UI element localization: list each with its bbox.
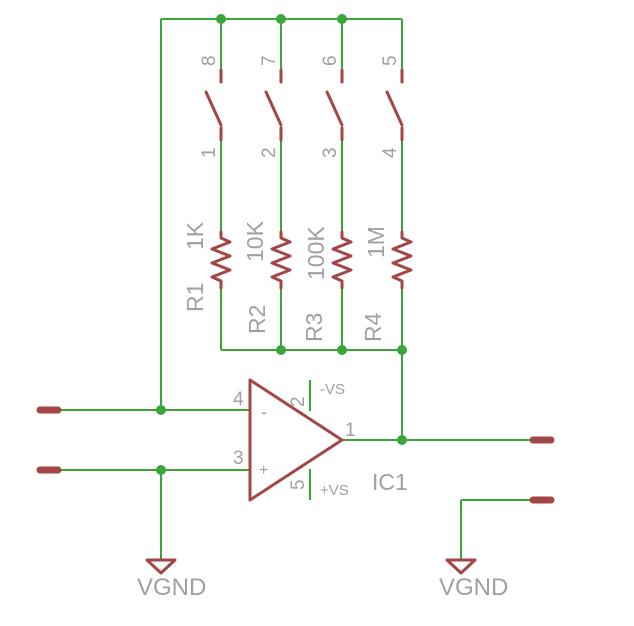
junction-dot <box>276 14 286 24</box>
ground-left: VGND <box>137 558 206 601</box>
junction-dot <box>156 405 166 415</box>
switch-pole-1 <box>204 68 223 142</box>
switch-pole-4 <box>385 68 404 142</box>
switch-pin-label: 4 <box>380 147 401 158</box>
resistor-name: R1 <box>182 283 208 312</box>
resistor-r4 <box>391 230 413 290</box>
switch-pin-label: 7 <box>259 55 280 66</box>
resistor-name: R2 <box>244 305 270 334</box>
resistor-value: 10K <box>242 220 268 262</box>
opamp-triangle <box>248 378 344 502</box>
switch-pin-label: 2 <box>259 147 280 158</box>
opamp-ic1: - + 4 3 1 2 5 -VS +VS IC1 <box>233 378 408 502</box>
resistor-r3 <box>331 230 353 290</box>
resistor-name: R3 <box>301 313 327 342</box>
ground-label: VGND <box>137 574 206 601</box>
wires <box>40 18 545 560</box>
pin-label: 4 <box>233 389 244 410</box>
ground-right: VGND <box>439 558 508 601</box>
switch-pin-label: 5 <box>380 55 401 66</box>
resistor-value: 100K <box>303 226 329 280</box>
noninverting-sign: + <box>259 462 268 479</box>
resistor-value: 1M <box>363 226 389 258</box>
resistor-name: R4 <box>360 312 386 342</box>
pos-supply-label: +VS <box>320 482 349 499</box>
ground-label: VGND <box>439 574 508 601</box>
ground-icon <box>145 558 177 575</box>
ground-icon <box>445 558 477 575</box>
inverting-sign: - <box>261 402 267 422</box>
switch-pin-label: 6 <box>320 55 341 66</box>
connector-pads <box>36 406 555 504</box>
junction-dot <box>276 345 286 355</box>
resistor-r2 <box>270 230 292 290</box>
pin-label: 5 <box>288 479 309 490</box>
neg-supply-label: -VS <box>320 381 345 398</box>
resistor-value: 1K <box>182 221 208 250</box>
switch-pin-label: 8 <box>199 55 220 66</box>
resistors: 1K 10K 100K 1M R1 R2 R3 R4 <box>182 220 413 342</box>
junction-dot <box>156 465 166 475</box>
junction-dot <box>337 345 347 355</box>
switch-pin-label: 3 <box>320 147 341 158</box>
switch-pole-3 <box>325 68 344 142</box>
pin-label: 2 <box>288 396 309 407</box>
ic-name-label: IC1 <box>372 469 408 495</box>
switch-pin-label: 1 <box>199 147 220 158</box>
resistor-r1 <box>210 230 232 290</box>
pin-label: 1 <box>345 420 356 441</box>
junctions <box>156 14 407 475</box>
switch-pole-2 <box>264 68 283 142</box>
junction-dot <box>397 435 407 445</box>
dip-switch: 8 7 6 5 1 2 3 4 <box>199 55 404 158</box>
pin-label: 3 <box>233 448 244 469</box>
junction-dot <box>397 345 407 355</box>
junction-dot <box>216 14 226 24</box>
junction-dot <box>337 14 347 24</box>
